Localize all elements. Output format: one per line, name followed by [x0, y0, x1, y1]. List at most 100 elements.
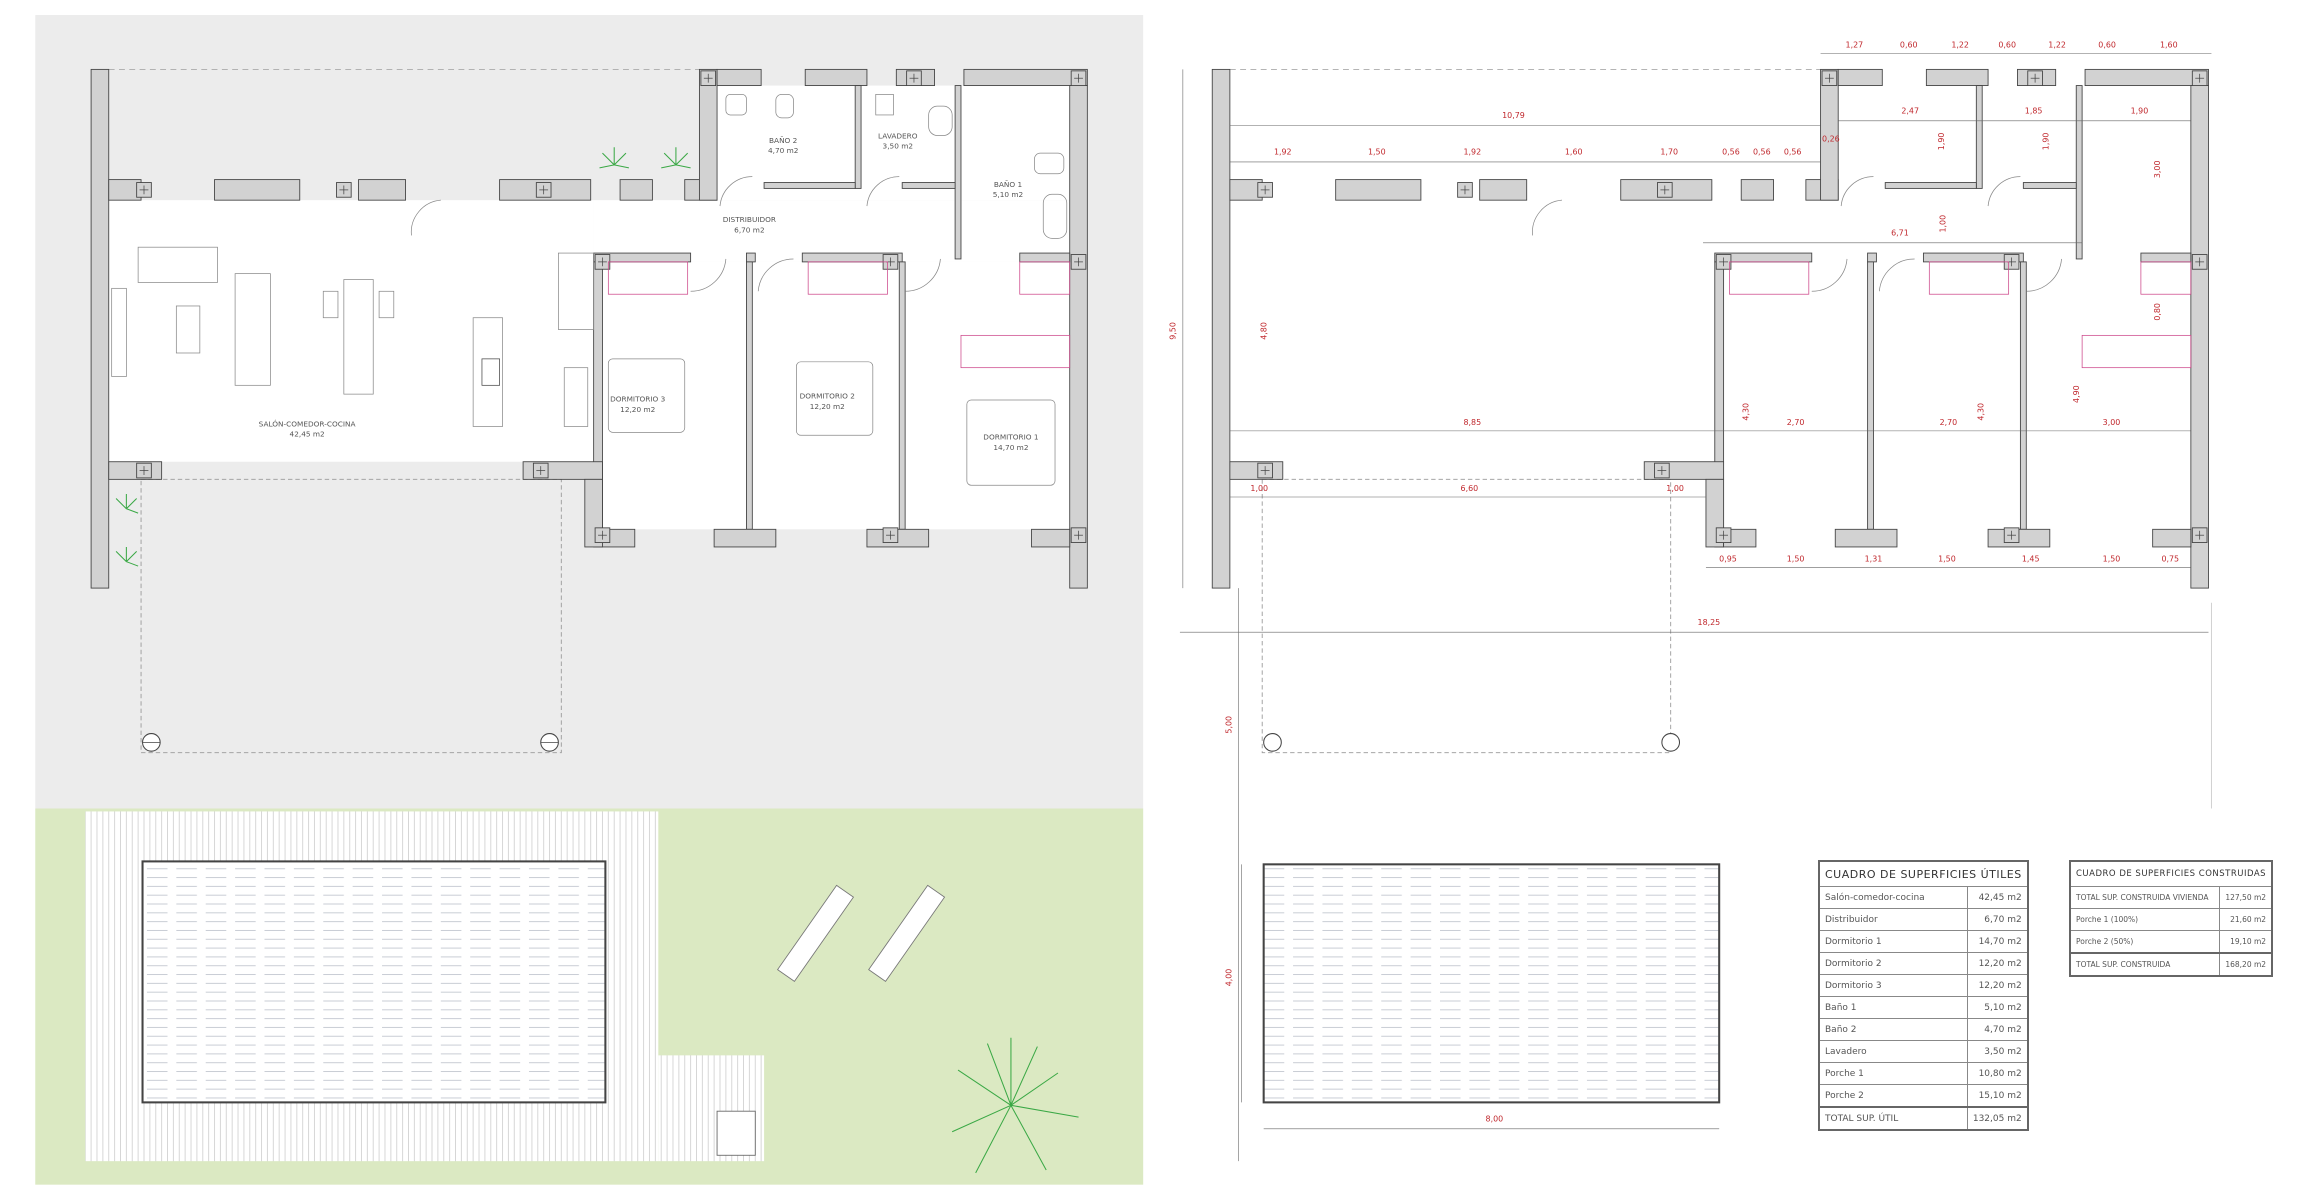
room-area: 3,50 m2 — [883, 142, 913, 151]
area-cell: 21,60 m2 — [2219, 908, 2273, 931]
dimension-label: 0,60 — [2098, 40, 2116, 49]
total-label: TOTAL SUP. CONSTRUIDA — [2069, 952, 2221, 977]
dimension-label: 0,56 — [1753, 148, 1771, 157]
dimension-label: 0,80 — [2153, 303, 2162, 321]
column-icon — [540, 733, 559, 752]
dimension-label: 4,30 — [1742, 403, 1751, 421]
dimension-label: 1,92 — [1274, 148, 1292, 157]
dimension-label: 10,79 — [1502, 111, 1525, 120]
built-area-table-title: CUADRO DE SUPERFICIES CONSTRUIDAS — [2069, 860, 2273, 887]
room-area: 6,70 m2 — [734, 225, 764, 234]
dimension-label: 1,50 — [1368, 148, 1386, 157]
dimension-label: 3,00 — [2153, 160, 2162, 178]
dimension-label: 0,26 — [1822, 134, 1840, 143]
dimension-label: 1,31 — [1865, 555, 1883, 564]
dimension-label: 1,60 — [1565, 148, 1583, 157]
dimension-label: 1,85 — [2025, 106, 2043, 115]
dimension-label: 18,25 — [1698, 618, 1721, 627]
lounge-chair-icon — [776, 884, 946, 983]
room-area: 5,10 m2 — [993, 190, 1023, 199]
room-cell: Baño 1 — [1818, 996, 1968, 1019]
dimension-label: 0,95 — [1719, 555, 1737, 564]
dimension-label: 1,00 — [1666, 484, 1684, 493]
room-cell: Dormitorio 1 — [1818, 930, 1968, 953]
useful-area-table: CUADRO DE SUPERFICIES ÚTILES Salón-comed… — [1818, 860, 2029, 1131]
dimension-label: 1,90 — [2041, 133, 2050, 151]
area-cell: 14,70 m2 — [1966, 930, 2029, 953]
dimension-label: 1,45 — [2022, 555, 2040, 564]
dimension-label: 2,47 — [1901, 106, 1919, 115]
dimension-label: 8,85 — [1464, 418, 1482, 427]
dimension-label: 0,60 — [1998, 40, 2016, 49]
dimension-label: 4,00 — [1224, 969, 1233, 987]
area-cell: 127,50 m2 — [2219, 886, 2273, 909]
table-row: Porche 1 (100%)21,60 m2 — [2069, 908, 2273, 931]
dimension-label: 1,90 — [1937, 133, 1946, 151]
room-name: DORMITORIO 3 — [610, 394, 666, 403]
built-area-table: CUADRO DE SUPERFICIES CONSTRUIDAS TOTAL … — [2069, 860, 2274, 977]
dimension-label: 1,22 — [2048, 40, 2066, 49]
left-floor-plan: BAÑO 2 4,70 m2 LAVADERO 3,50 m2 BAÑO 1 5… — [90, 68, 1088, 754]
area-cell: 19,10 m2 — [2219, 930, 2273, 954]
room-cell: Porche 1 — [1818, 1062, 1968, 1085]
area-cell: 12,20 m2 — [1966, 974, 2029, 997]
dimension-label: 1,00 — [1250, 484, 1268, 493]
pool — [141, 860, 607, 1104]
dimension-label: 3,00 — [2103, 418, 2121, 427]
room-area: 12,20 m2 — [620, 405, 655, 414]
dimension-label: 4,80 — [1260, 322, 1269, 340]
dimension-label: 1,50 — [1938, 555, 1956, 564]
dimension-label: 1,92 — [1464, 148, 1482, 157]
area-cell: 10,80 m2 — [1966, 1062, 2029, 1085]
area-cell: 15,10 m2 — [1966, 1084, 2029, 1108]
room-name: DORMITORIO 1 — [983, 433, 1038, 442]
room-area: 12,20 m2 — [810, 402, 845, 411]
dimension-label: 1,90 — [2131, 106, 2149, 115]
room-area: 42,45 m2 — [290, 430, 325, 439]
area-cell: 3,50 m2 — [1966, 1040, 2029, 1063]
palm-tree-icon — [951, 1037, 1079, 1174]
item-cell: Porche 2 (50%) — [2069, 930, 2221, 954]
room-cell: Porche 2 — [1818, 1084, 1968, 1108]
room-area: 14,70 m2 — [993, 443, 1028, 452]
room-cell: Baño 2 — [1818, 1018, 1968, 1041]
room-name: DORMITORIO 2 — [800, 392, 855, 401]
dimension-label: 2,70 — [1940, 418, 1958, 427]
room-name: SALÓN-COMEDOR-COCINA — [259, 419, 356, 428]
dimension-label: 2,70 — [1787, 418, 1805, 427]
room-cell: Salón-comedor-cocina — [1818, 886, 1968, 909]
dimension-label: 6,71 — [1891, 228, 1909, 237]
dimension-label: 8,00 — [1486, 1114, 1504, 1123]
column-icon — [142, 733, 161, 752]
right-floor-plan — [1179, 52, 2212, 1162]
useful-area-table-title: CUADRO DE SUPERFICIES ÚTILES — [1818, 860, 2029, 887]
area-cell: 6,70 m2 — [1966, 908, 2029, 931]
dimension-label: 1,00 — [1938, 215, 1947, 233]
area-cell: 42,45 m2 — [1966, 886, 2029, 909]
item-cell: TOTAL SUP. CONSTRUIDA VIVIENDA — [2069, 886, 2221, 909]
dimension-label: 1,50 — [2103, 555, 2121, 564]
dimension-label: 1,50 — [1787, 555, 1805, 564]
furniture — [111, 94, 1071, 486]
room-name: DISTRIBUIDOR — [723, 215, 776, 224]
dimension-label: 6,60 — [1461, 484, 1479, 493]
plant-icon — [115, 147, 691, 567]
area-cell: 12,20 m2 — [1966, 952, 2029, 975]
total-value: 132,05 m2 — [1966, 1106, 2029, 1131]
dimension-label: 1,70 — [1660, 148, 1678, 157]
